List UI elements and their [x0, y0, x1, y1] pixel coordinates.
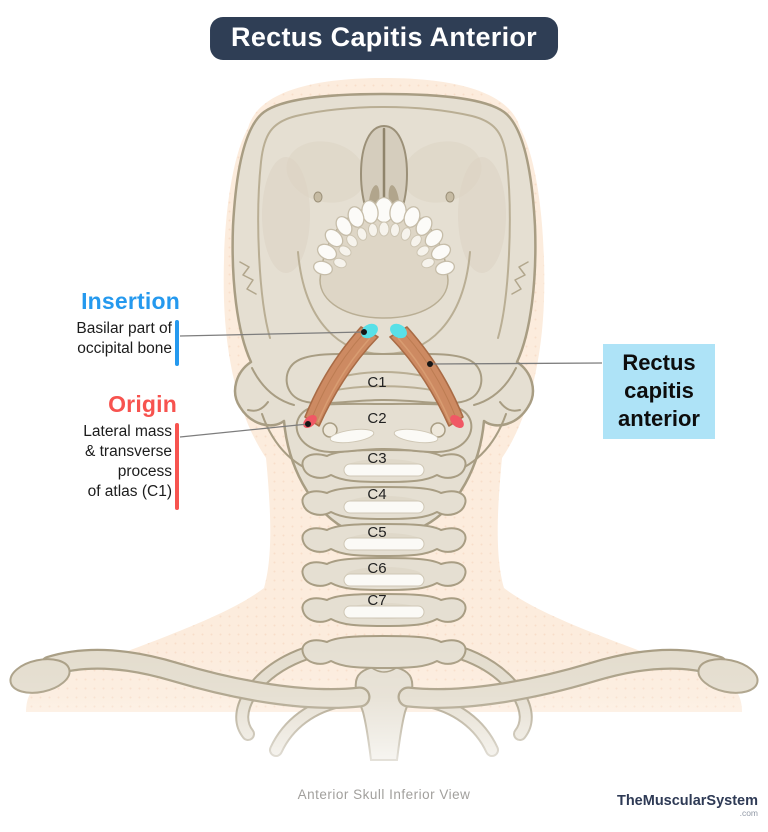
- vertebra-c2: [295, 402, 473, 453]
- intervertebral-discs: [343, 463, 425, 619]
- origin-marker-bar: [175, 423, 179, 510]
- insertion-heading: Insertion: [81, 288, 180, 314]
- brand-name: TheMuscularSystem: [616, 793, 758, 809]
- muscle-label-box: Rectus capitis anterior: [603, 344, 715, 439]
- cervical-spine: [285, 352, 483, 669]
- caption: Anterior Skull Inferior View: [297, 787, 471, 802]
- insertion-annotation: Insertion Basilar part of occipital bone: [30, 288, 180, 359]
- brand-tld: .com: [739, 807, 758, 818]
- fade-overlay: [0, 645, 768, 832]
- teeth-arch: [313, 196, 455, 276]
- rectus-capitis-anterior-muscle-right: [389, 323, 464, 429]
- insertion-marker-bar: [175, 320, 179, 366]
- vertebra-label-c2: C2: [367, 410, 387, 427]
- vertebra-label-c6: C6: [367, 560, 387, 577]
- origin-detail: Lateral mass & transverse process of atl…: [83, 423, 172, 500]
- leader-line-insertion: [179, 331, 365, 337]
- insertion-point-marker-right: [390, 323, 407, 339]
- leader-line-origin: [179, 423, 309, 438]
- vertebra-label-c3: C3: [367, 450, 387, 467]
- inner-vault-line: [257, 106, 511, 339]
- branding: TheMuscularSystem .com: [616, 793, 758, 818]
- leader-line-muscle: [429, 362, 603, 365]
- vertebra-label-c7: C7: [367, 592, 387, 609]
- vertebra-label-c4: C4: [367, 486, 387, 503]
- vertebra-label-c1: C1: [367, 374, 387, 391]
- leader-lines: [179, 329, 603, 438]
- insertion-detail: Basilar part of occipital bone: [76, 320, 172, 357]
- origin-point-marker-right: [450, 414, 464, 429]
- origin-heading: Origin: [108, 391, 177, 417]
- zygomatic-right: [473, 367, 521, 412]
- title-pill: Rectus Capitis Anterior: [210, 17, 558, 60]
- origin-annotation: Origin Lateral mass & transverse process…: [30, 391, 180, 502]
- zygomatic-left: [247, 367, 295, 412]
- vertebra-label-c5: C5: [367, 524, 387, 541]
- page-title: Rectus Capitis Anterior: [231, 22, 537, 52]
